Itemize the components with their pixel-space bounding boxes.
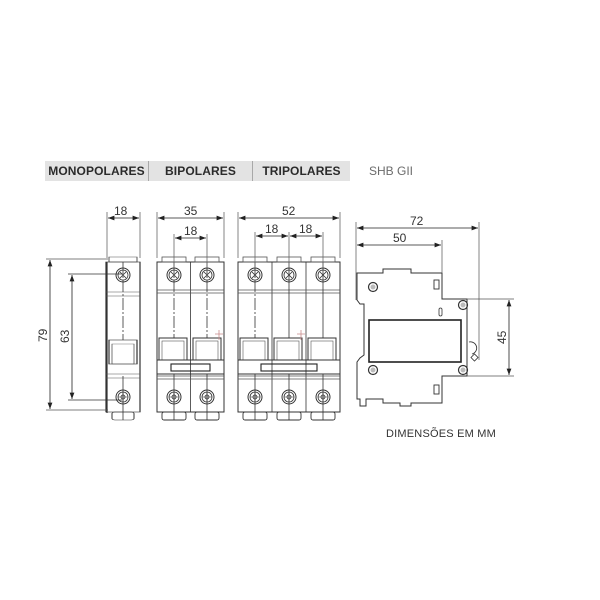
dim-tri-width: 52 — [282, 204, 296, 218]
dim-mono-height-total: 79 — [36, 328, 50, 342]
tab-bipolares: BIPOLARES — [149, 161, 253, 181]
dim-mono-height-terminals: 63 — [58, 329, 72, 343]
dim-side-depth-total: 72 — [410, 214, 424, 228]
dim-tri-pitch-1: 18 — [265, 222, 279, 236]
monopolar-front-view — [105, 256, 141, 421]
tab-monopolares: MONOPOLARES — [45, 161, 149, 181]
dim-side-rail: 45 — [495, 330, 509, 344]
pole-type-tabs: MONOPOLARES BIPOLARES TRIPOLARES — [45, 161, 350, 181]
side-view-dimensions: 72 50 45 — [355, 214, 514, 377]
dim-side-depth-front: 50 — [393, 231, 407, 245]
bipolar-dimensions: 35 18 — [156, 204, 225, 268]
monopolar-dimensions: 18 79 63 — [36, 204, 141, 411]
dim-mono-width: 18 — [114, 204, 128, 218]
tripolar-front-view — [237, 256, 341, 421]
dim-bi-pitch: 18 — [184, 224, 198, 238]
center-marker-icon — [297, 330, 305, 340]
dim-tri-pitch-2: 18 — [299, 222, 313, 236]
side-view — [356, 268, 479, 407]
center-marker-icon — [215, 330, 223, 340]
dim-bi-width: 35 — [184, 204, 198, 218]
tab-tripolares: TRIPOLARES — [253, 161, 350, 181]
tripolar-dimensions: 52 18 18 — [237, 204, 341, 268]
bipolar-front-view — [156, 256, 225, 421]
series-label: SHB GII — [369, 164, 414, 178]
units-caption: DIMENSÕES EM MM — [386, 428, 496, 440]
